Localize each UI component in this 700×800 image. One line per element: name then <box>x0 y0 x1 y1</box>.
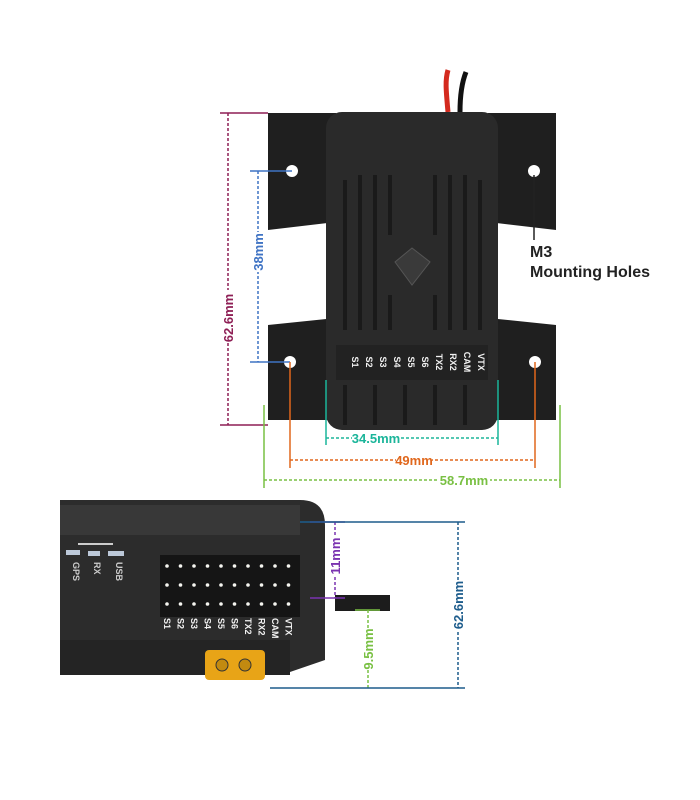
header-pin <box>286 564 291 568</box>
port-label: S3 <box>378 356 388 367</box>
dimension-body-width <box>325 380 499 445</box>
side-port-labels: GPS RX USB <box>71 562 124 582</box>
dimension-label-body-height: 11mm <box>328 538 343 575</box>
port-label: TX2 <box>434 354 444 371</box>
header-pin <box>259 602 264 606</box>
top-port-labels: S1 S2 S3 S4 S5 S6 TX2 RX2 CAM VTX <box>350 352 486 373</box>
header-pins <box>165 564 291 606</box>
header-pin <box>246 602 250 606</box>
dimension-connector-height <box>355 609 380 688</box>
header-pin <box>273 583 277 587</box>
header-pin <box>178 583 183 587</box>
port-label: VTX <box>476 353 486 371</box>
mount-plate-bottom-right <box>488 318 556 420</box>
port-label: S5 <box>406 356 416 367</box>
port-label: S2 <box>364 356 374 367</box>
header-pin <box>286 583 291 587</box>
header-pin <box>192 564 196 568</box>
servo-port-label: S4 <box>203 618 213 629</box>
header-pin <box>165 602 169 606</box>
servo-port-label: RX2 <box>257 618 267 636</box>
mount-plate-bottom-left <box>268 318 336 420</box>
mounting-hole <box>528 165 540 177</box>
port-label: RX2 <box>448 353 458 371</box>
servo-port-label: S3 <box>189 618 199 629</box>
servo-port-label: VTX <box>284 618 294 636</box>
side-port-label: RX <box>92 562 102 575</box>
black-wire <box>457 71 469 113</box>
servo-port-label: CAM <box>270 618 280 639</box>
header-pin <box>273 564 277 568</box>
header-pin <box>219 583 223 587</box>
dimension-label-length-total: 62.6mm <box>451 581 466 629</box>
red-wire <box>443 69 451 113</box>
header-pin <box>259 564 264 568</box>
brand-logo <box>394 247 431 286</box>
body-ribs <box>343 175 482 425</box>
servo-port-label: S1 <box>162 618 172 629</box>
port-label-strip <box>336 345 488 380</box>
port-label: S1 <box>350 356 360 367</box>
header-pin <box>205 564 210 568</box>
header-pin <box>259 583 264 587</box>
dimension-label-hole-vertical: 38mm <box>251 233 266 271</box>
side-port-label: GPS <box>71 562 81 581</box>
port-label: S6 <box>420 356 430 367</box>
header-pin <box>219 564 223 568</box>
side-port-label: USB <box>114 562 124 582</box>
header-pin <box>165 583 169 587</box>
dimension-label-width-total: 58.7mm <box>440 473 488 488</box>
header-pin <box>205 583 210 587</box>
dimension-label-height-total: 62.6mm <box>221 294 236 342</box>
dimension-label-body-width: 34.5mm <box>352 431 400 446</box>
servo-port-label: S2 <box>176 618 186 629</box>
header-pin <box>232 602 237 606</box>
port-label: CAM <box>462 352 472 373</box>
mount-plate-top-left <box>268 113 336 230</box>
header-pin <box>192 583 196 587</box>
dimension-label-connector-height: 9.5mm <box>361 628 376 669</box>
mount-plate-side <box>335 595 390 611</box>
servo-port-label: S6 <box>230 618 240 629</box>
header-pin <box>232 583 237 587</box>
port-label: S4 <box>392 356 402 367</box>
servo-port-label: S5 <box>216 618 226 629</box>
header-pin <box>286 602 291 606</box>
header-pin <box>246 564 250 568</box>
header-pin <box>246 583 250 587</box>
header-pin <box>178 602 183 606</box>
dimension-width-total <box>263 405 561 488</box>
annotation-m3: M3 <box>530 244 552 261</box>
top-view: S1 S2 S3 S4 S5 S6 TX2 RX2 CAM VTX 62.6mm 38mm 34.… <box>219 69 650 488</box>
header-pin <box>205 602 210 606</box>
header-pin <box>219 602 223 606</box>
header-pin <box>232 564 237 568</box>
annotation-mounting-holes: Mounting Holes <box>530 264 650 281</box>
xt30-connector <box>205 650 265 680</box>
dimension-label-hole-horizontal: 49mm <box>395 453 433 468</box>
servo-port-label: TX2 <box>243 618 253 635</box>
mount-plate-top-right <box>488 113 556 230</box>
dimension-height-total <box>220 112 268 426</box>
header-pin <box>192 602 196 606</box>
header-pin <box>273 602 277 606</box>
header-pin <box>165 564 169 568</box>
header-pin <box>178 564 183 568</box>
